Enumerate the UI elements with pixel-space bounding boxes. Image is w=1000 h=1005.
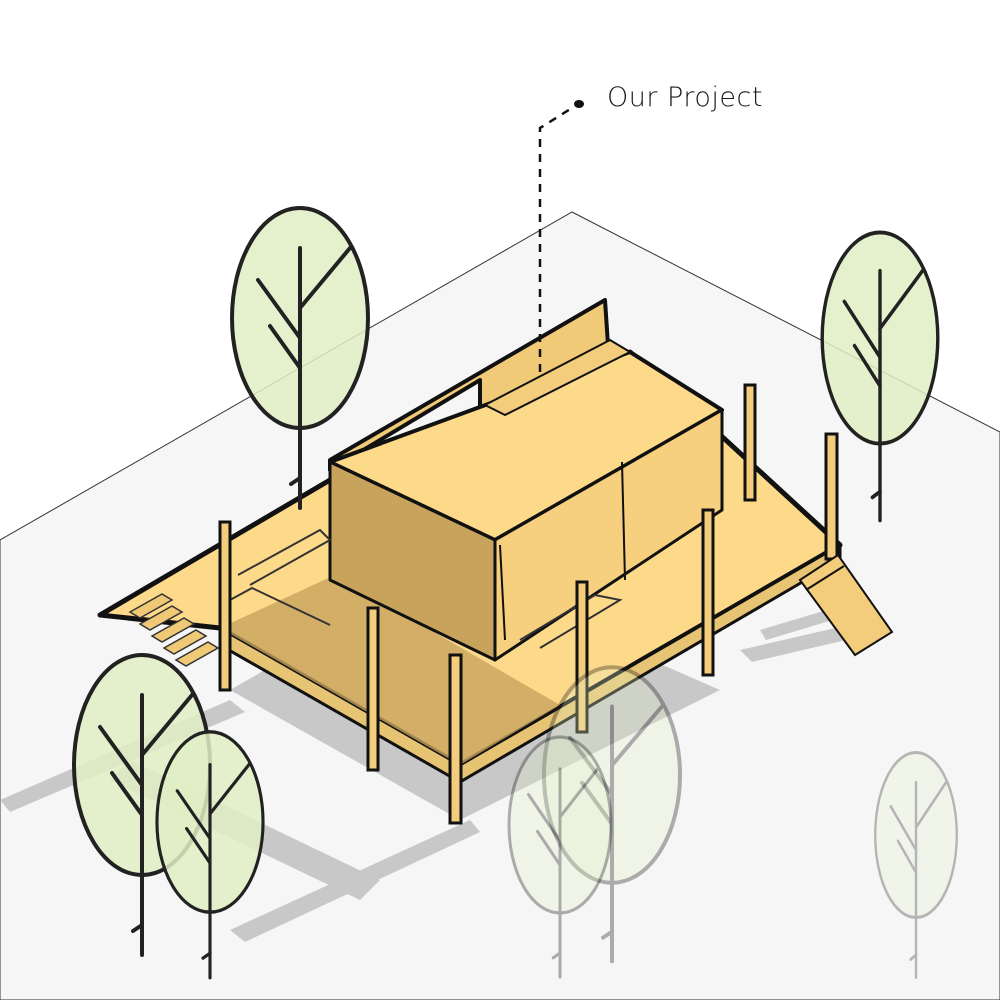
main-volume [328, 339, 724, 662]
leader-dot [574, 100, 584, 108]
posts [218, 383, 839, 825]
left-stairs [128, 593, 220, 667]
right-stairs [798, 553, 894, 657]
deck-underside-shade [220, 575, 560, 765]
dashed-leader-line [538, 106, 573, 372]
project-label: Our Project [607, 82, 763, 113]
